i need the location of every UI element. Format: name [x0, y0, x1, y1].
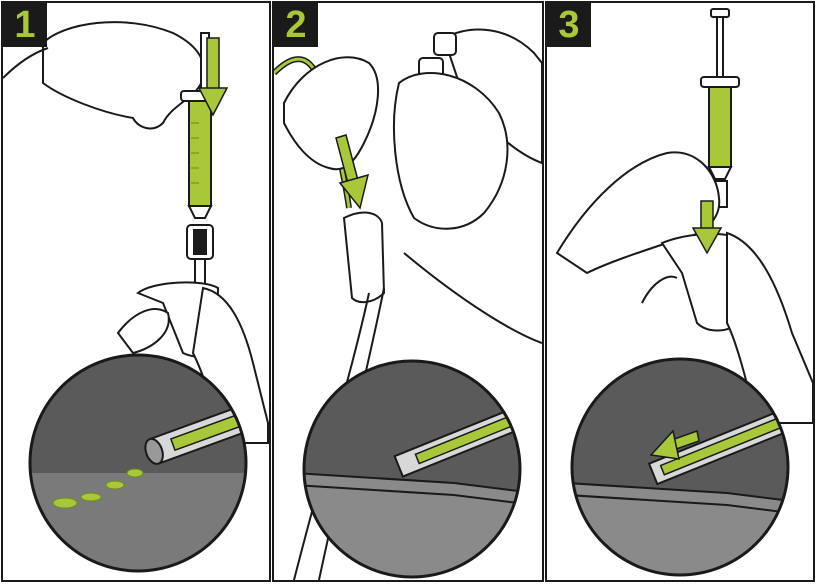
step-2-number: 2: [274, 3, 318, 47]
step-3-number: 3: [547, 3, 591, 47]
step-2-illustration: [274, 3, 542, 580]
step-3-panel: 3: [545, 1, 815, 582]
glove-hand-left: [284, 57, 378, 169]
step-1-number: 1: [3, 3, 47, 47]
syringe-barrel: [709, 87, 731, 167]
step-3-illustration: [547, 3, 813, 580]
biopsy-port: [344, 213, 384, 303]
glove-hand-top: [43, 22, 204, 128]
magnified-view-circle: [294, 353, 542, 580]
step-2-panel: 2: [272, 1, 544, 582]
step-1-panel: 1: [1, 1, 271, 582]
syringe-plunger: [717, 17, 723, 77]
step-1-illustration: [3, 3, 269, 580]
